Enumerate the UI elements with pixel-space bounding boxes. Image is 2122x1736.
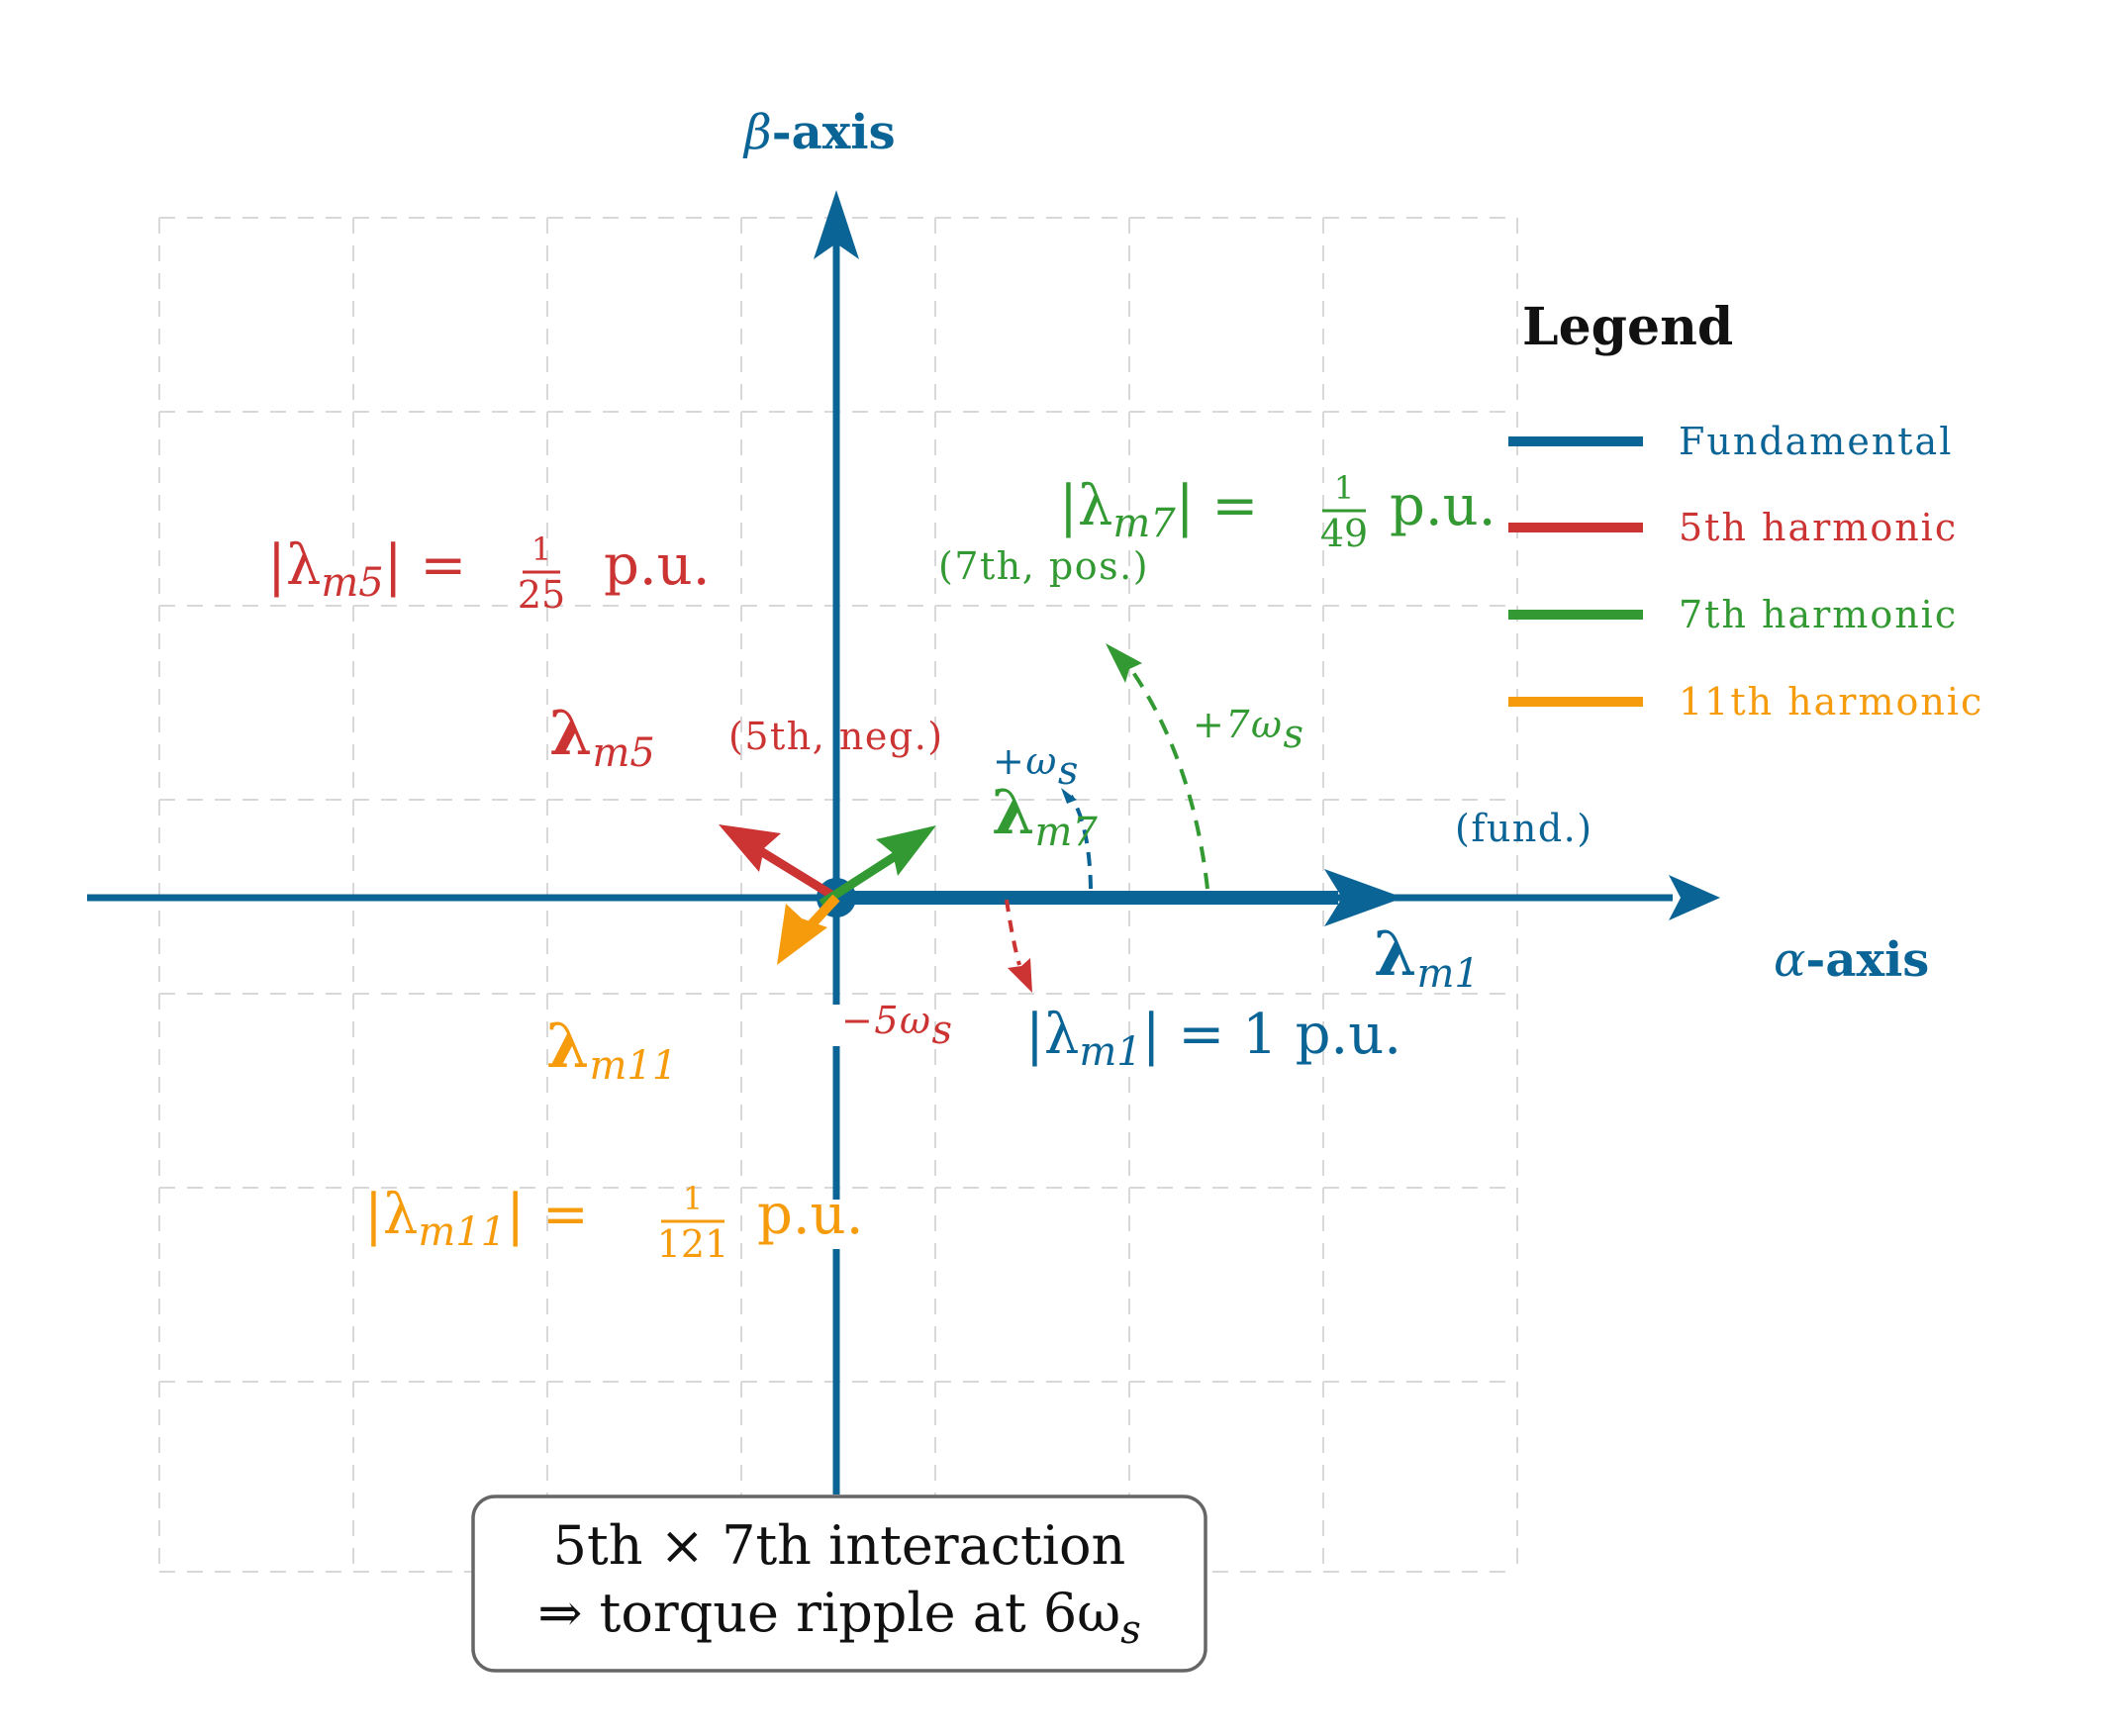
fifth-harmonic-rotation-label: −5ωs xyxy=(841,999,954,1053)
alpha-axis-arrowhead xyxy=(1669,875,1720,920)
rotation-arc-fifth xyxy=(1005,899,1032,993)
fifth-harmonic-magnitude: |λm5| = 1 25 p.u. xyxy=(267,530,711,617)
legend-title: Legend xyxy=(1522,297,1733,357)
legend-item-fundamental: Fundamental xyxy=(1508,420,1953,463)
fundamental-rotation-label: +ωs xyxy=(993,739,1080,794)
fundamental-arrowhead xyxy=(1324,869,1403,926)
svg-text:p.u.: p.u. xyxy=(1390,474,1496,538)
seventh-harmonic-vector-label: λm7 xyxy=(992,776,1098,855)
beta-axis xyxy=(814,190,859,1495)
svg-text:1: 1 xyxy=(683,1180,703,1217)
rotation-arc-fifth-arrowhead xyxy=(1008,958,1032,993)
fifth-harmonic-vector-label: λm5 xyxy=(549,697,655,776)
svg-text:|λm7| =: |λm7| = xyxy=(1059,474,1258,546)
beta-axis-title: β-axis xyxy=(742,105,896,160)
seventh-harmonic-vector xyxy=(819,825,936,908)
seventh-harmonic-arrowhead xyxy=(876,825,936,876)
fifth-harmonic-arrowhead xyxy=(719,824,781,872)
seventh-harmonic-tag: (7th, pos.) xyxy=(938,544,1149,588)
svg-text:|λm11| =: |λm11| = xyxy=(364,1183,589,1255)
svg-text:25: 25 xyxy=(518,573,565,617)
interaction-note: 5th × 7th interaction ⇒ torque ripple at… xyxy=(471,1495,1207,1673)
fundamental-vector-label: λm1 xyxy=(1374,917,1480,997)
eleventh-harmonic-arrowhead xyxy=(777,904,827,965)
svg-text:1: 1 xyxy=(531,530,551,568)
fifth-harmonic-vector xyxy=(719,824,839,902)
legend: Legend Fundamental 5th harmonic 7th harm… xyxy=(1508,297,1983,723)
svg-text:5th harmonic: 5th harmonic xyxy=(1679,506,1958,549)
svg-text:11th harmonic: 11th harmonic xyxy=(1679,680,1983,723)
eleventh-harmonic-vector-label: λm11 xyxy=(546,1010,677,1089)
svg-text:p.u.: p.u. xyxy=(604,533,711,598)
seventh-harmonic-magnitude: |λm7| = 1 49 p.u. xyxy=(1059,469,1496,555)
svg-text:5th × 7th interaction: 5th × 7th interaction xyxy=(553,1514,1126,1577)
svg-text:1: 1 xyxy=(1334,469,1354,507)
eleventh-harmonic-vector xyxy=(777,894,840,965)
svg-text:⇒ torque ripple at 6ωs: ⇒ torque ripple at 6ωs xyxy=(537,1582,1141,1653)
fundamental-magnitude: |λm1| = 1 p.u. xyxy=(1025,1003,1401,1075)
legend-item-seventh: 7th harmonic xyxy=(1508,593,1958,636)
rotation-arc-seventh-arrowhead xyxy=(1106,643,1142,683)
svg-text:7th harmonic: 7th harmonic xyxy=(1679,593,1958,636)
fundamental-vector xyxy=(836,869,1403,926)
eleventh-harmonic-magnitude: |λm11| = 1 121 p.u. xyxy=(364,1180,864,1266)
beta-axis-arrowhead xyxy=(814,190,859,259)
axis-gap xyxy=(829,1200,843,1249)
svg-text:49: 49 xyxy=(1320,512,1368,555)
alpha-axis-title: α-axis xyxy=(1774,932,1929,988)
fundamental-tag: (fund.) xyxy=(1455,807,1593,850)
svg-text:p.u.: p.u. xyxy=(757,1183,864,1247)
svg-text:Fundamental: Fundamental xyxy=(1679,420,1953,463)
axis-gap xyxy=(829,1005,843,1046)
rotation-arc-seventh xyxy=(1106,643,1209,890)
fifth-harmonic-tag: (5th, neg.) xyxy=(728,715,944,758)
legend-item-eleventh: 11th harmonic xyxy=(1508,680,1983,723)
seventh-harmonic-rotation-label: +7ωs xyxy=(1193,703,1305,757)
legend-item-fifth: 5th harmonic xyxy=(1508,506,1958,549)
rotation-arc-fundamental xyxy=(1061,788,1093,890)
svg-text:121: 121 xyxy=(657,1222,729,1266)
svg-text:|λm5| =: |λm5| = xyxy=(267,533,466,606)
